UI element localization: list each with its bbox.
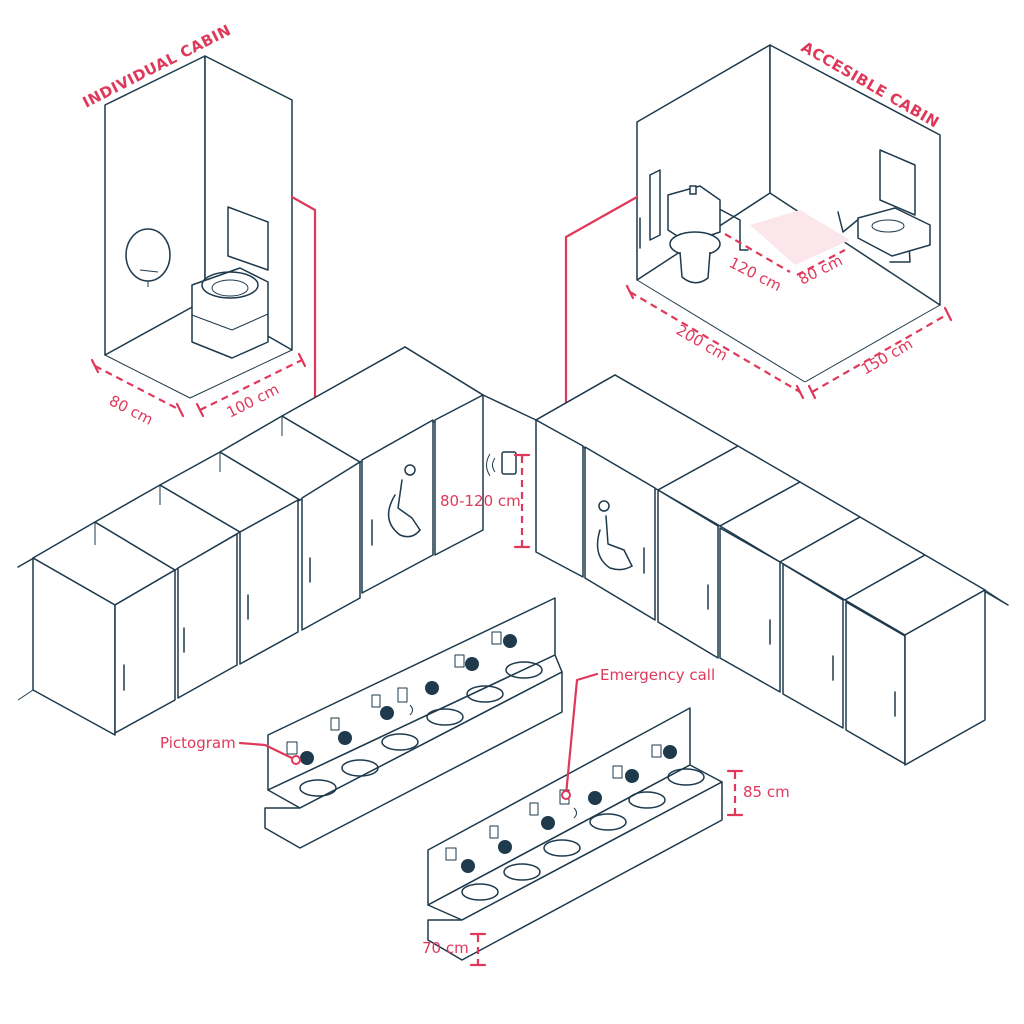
individual-cabin-detail: 80 cm 100 cm INDIVIDUAL CABIN [80,21,321,469]
emergency-call-callout: Emergency call [561,666,715,800]
sink-counter-lower [427,707,723,961]
turning-area [750,210,850,265]
dispenser-icons-upper [286,631,502,755]
mirror-icon [879,149,916,216]
paper-roll-icon [125,228,171,287]
wheelchair-icon [596,500,633,571]
pictogram-label: Pictogram [160,734,236,752]
individual-width-label: 80 cm [106,392,156,429]
pictogram-callout: Pictogram [160,734,301,765]
toilet-icon [667,185,721,284]
sink-high-label: 85 cm [743,783,790,801]
toilet-icon [191,206,269,359]
sink-counter-upper [264,597,563,849]
wheelchair-icon [387,464,421,538]
turning-a-label: 120 cm [726,254,784,296]
dispenser-icons-lower [445,744,662,861]
pictogram-icons-upper [300,634,517,765]
individual-cabin-dimensions: 80 cm 100 cm [90,352,307,429]
emergency-call-icon [486,451,517,477]
right-cabin-row [482,374,1009,766]
accessible-depth-label: 150 cm [858,335,916,379]
sink-basins-lower [461,768,705,901]
emergency-call-label: Emergency call [600,666,715,684]
sink-basins-upper [299,661,543,797]
accessible-sink [857,207,931,257]
accessible-width-label: 200 cm [673,321,731,365]
pictogram-icons-lower [461,745,677,873]
sink-low-label: 70 cm [422,939,469,957]
left-cabin-row [17,346,484,736]
individual-depth-label: 100 cm [224,380,282,422]
call-height-label: 80-120 cm [440,492,521,510]
